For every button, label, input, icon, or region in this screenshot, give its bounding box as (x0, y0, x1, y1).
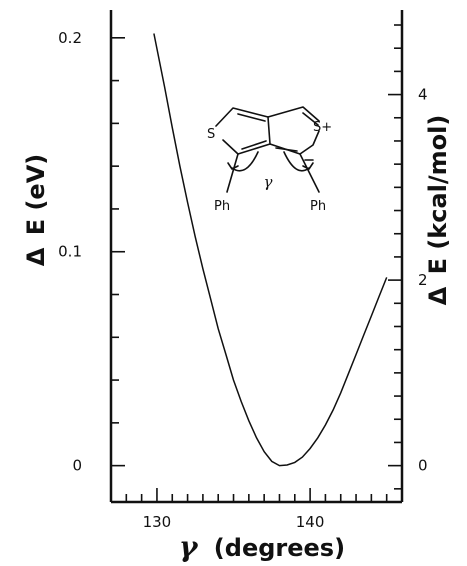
angle-gamma-label: γ (264, 173, 273, 191)
y-right-tick-label-2: 2 (418, 271, 428, 289)
right-sulfur-label: S+ (313, 120, 332, 135)
right-angle-arc (283, 151, 310, 172)
molecule-inset (215, 106, 320, 193)
left-ring-double-bond-top (237, 113, 266, 122)
left-angle-arc (231, 151, 259, 172)
plot-frame (109, 10, 404, 504)
y-left-tick-label-0: 0 (72, 457, 82, 475)
y-left-tick-label-0.1: 0.1 (58, 243, 82, 261)
tick-labels: 130 140 0 0.1 0.2 0 2 4 (58, 29, 427, 531)
right-ring-double-bond-top (302, 112, 319, 126)
right-axis-delta: Δ (424, 286, 452, 305)
left-ring-bonds (215, 107, 271, 155)
right-phenyl-label: Ph (310, 199, 326, 214)
left-arc-arrow (227, 162, 239, 170)
y-right-tick-label-0: 0 (418, 457, 428, 475)
right-phenyl-bond (299, 153, 320, 193)
molecule-labels: S S+ Ph Ph γ (207, 120, 332, 214)
x-tick-label-140: 140 (296, 513, 325, 531)
left-ring-double-bond-bottom (241, 140, 267, 150)
left-axis-delta: Δ (22, 247, 50, 266)
x-tick-label-130: 130 (143, 513, 172, 531)
left-axis-text: E (eV) (22, 154, 50, 236)
x-axis-units: (degrees) (214, 534, 345, 562)
left-sulfur-label: S (207, 127, 215, 142)
right-ring-double-bond-bottom (275, 147, 298, 152)
energy-curve (153, 33, 388, 467)
right-axis-title: Δ E (kcal/mol) (424, 115, 452, 306)
left-axis-title: Δ E (eV) (22, 154, 50, 266)
tick-marks (111, 24, 402, 502)
y-left-tick-label-0.2: 0.2 (58, 29, 82, 47)
left-phenyl-bond (226, 153, 239, 193)
y-right-tick-label-4: 4 (418, 86, 428, 104)
right-axis-text: E (kcal/mol) (424, 115, 452, 275)
x-axis-gamma: γ (179, 530, 199, 563)
right-arc-arrow (302, 162, 314, 170)
left-phenyl-label: Ph (214, 199, 230, 214)
right-ring-bonds (267, 106, 320, 155)
x-axis-title: γ (degrees) (179, 530, 345, 563)
